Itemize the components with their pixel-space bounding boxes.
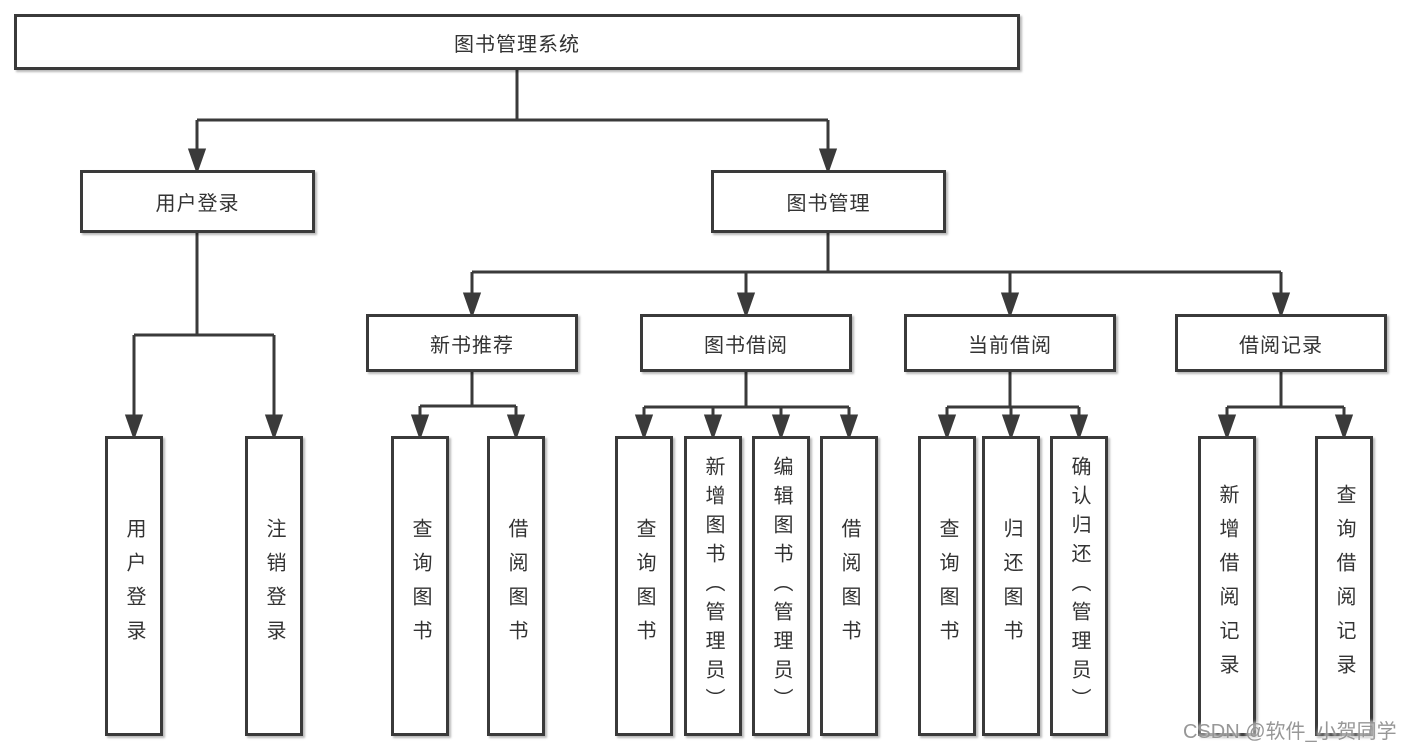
node-user-login-label: 用户登录 bbox=[155, 193, 240, 215]
node-current-borrow-label: 当前借阅 bbox=[968, 334, 1052, 357]
node-book-borrow: 图书借阅 bbox=[640, 314, 852, 372]
leaf-newbook-query-book: 查询图书 bbox=[391, 436, 449, 736]
node-root: 图书管理系统 bbox=[14, 14, 1020, 70]
node-book-borrow-label: 图书借阅 bbox=[704, 334, 788, 357]
node-user-login: 用户登录 bbox=[80, 170, 315, 233]
leaf-newbook-borrow-book: 借阅图书 bbox=[487, 436, 545, 736]
leaf-borrow-book: 借阅图书 bbox=[820, 436, 878, 736]
node-current-borrow: 当前借阅 bbox=[904, 314, 1116, 372]
node-borrow-record-label: 借阅记录 bbox=[1239, 334, 1323, 357]
leaf-borrow-query-book-label: 查询图书 bbox=[633, 518, 655, 654]
leaf-query-borrow-record-label: 查询借阅记录 bbox=[1333, 484, 1355, 688]
leaf-add-book-admin-label: 新增图书（管理员） bbox=[702, 455, 724, 717]
leaf-logout-label: 注销登录 bbox=[263, 518, 285, 654]
node-root-label: 图书管理系统 bbox=[454, 33, 580, 56]
leaf-add-book-admin: 新增图书（管理员） bbox=[684, 436, 742, 736]
node-book-management: 图书管理 bbox=[711, 170, 946, 233]
leaf-user-login-label: 用户登录 bbox=[123, 518, 145, 654]
leaf-current-query-book-label: 查询图书 bbox=[936, 518, 958, 654]
leaf-newbook-query-book-label: 查询图书 bbox=[409, 518, 431, 654]
leaf-add-borrow-record: 新增借阅记录 bbox=[1198, 436, 1256, 736]
leaf-return-book-label: 归还图书 bbox=[1000, 518, 1022, 654]
leaf-confirm-return-admin-label: 确认归还（管理员） bbox=[1068, 455, 1090, 717]
leaf-query-borrow-record: 查询借阅记录 bbox=[1315, 436, 1373, 736]
leaf-edit-book-admin-label: 编辑图书（管理员） bbox=[770, 455, 792, 717]
node-new-book-recommend-label: 新书推荐 bbox=[430, 334, 514, 357]
node-borrow-record: 借阅记录 bbox=[1175, 314, 1387, 372]
leaf-confirm-return-admin: 确认归还（管理员） bbox=[1050, 436, 1108, 736]
leaf-add-borrow-record-label: 新增借阅记录 bbox=[1216, 484, 1238, 688]
leaf-user-login: 用户登录 bbox=[105, 436, 163, 736]
watermark: CSDN @软件_小贺同学 bbox=[1183, 721, 1397, 743]
leaf-return-book: 归还图书 bbox=[982, 436, 1040, 736]
leaf-edit-book-admin: 编辑图书（管理员） bbox=[752, 436, 810, 736]
leaf-current-query-book: 查询图书 bbox=[918, 436, 976, 736]
leaf-logout: 注销登录 bbox=[245, 436, 303, 736]
node-book-management-label: 图书管理 bbox=[786, 193, 871, 215]
leaf-borrow-query-book: 查询图书 bbox=[615, 436, 673, 736]
leaf-borrow-book-label: 借阅图书 bbox=[838, 518, 860, 654]
leaf-newbook-borrow-book-label: 借阅图书 bbox=[505, 518, 527, 654]
node-new-book-recommend: 新书推荐 bbox=[366, 314, 578, 372]
